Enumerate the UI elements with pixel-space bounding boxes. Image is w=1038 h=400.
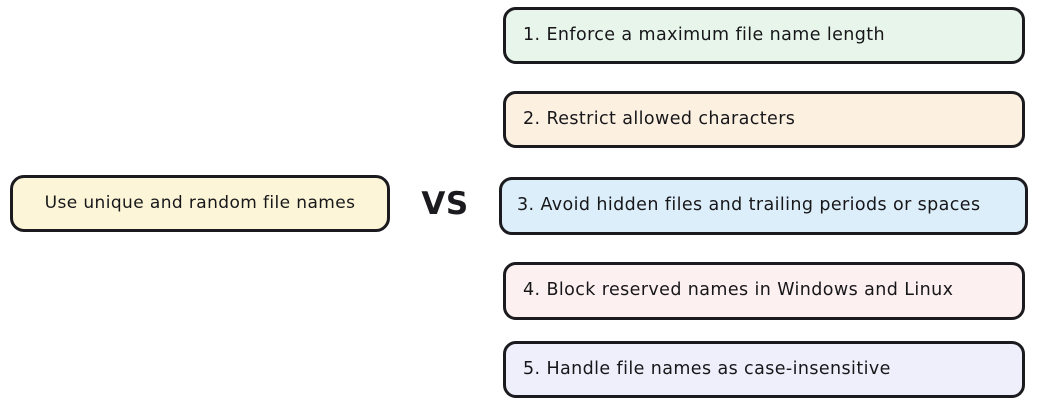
right-option-box-4[interactable]: 4. Block reserved names in Windows and L…	[503, 262, 1025, 320]
left-option-box[interactable]: Use unique and random file names	[10, 175, 390, 232]
right-option-label-1: 1. Enforce a maximum file name length	[523, 24, 886, 45]
right-option-label-2: 2. Restrict allowed characters	[523, 108, 796, 129]
right-option-label-3: 3. Avoid hidden files and trailing perio…	[517, 195, 981, 216]
versus-separator-label: VS	[421, 186, 469, 222]
left-option-label: Use unique and random file names	[44, 192, 356, 213]
right-option-box-1[interactable]: 1. Enforce a maximum file name length	[503, 7, 1025, 64]
right-option-label-4: 4. Block reserved names in Windows and L…	[523, 280, 954, 301]
right-option-box-2[interactable]: 2. Restrict allowed characters	[503, 91, 1025, 148]
right-option-box-3[interactable]: 3. Avoid hidden files and trailing perio…	[499, 177, 1028, 235]
right-option-box-5[interactable]: 5. Handle file names as case-insensitive	[503, 341, 1025, 398]
right-option-label-5: 5. Handle file names as case-insensitive	[523, 358, 891, 379]
